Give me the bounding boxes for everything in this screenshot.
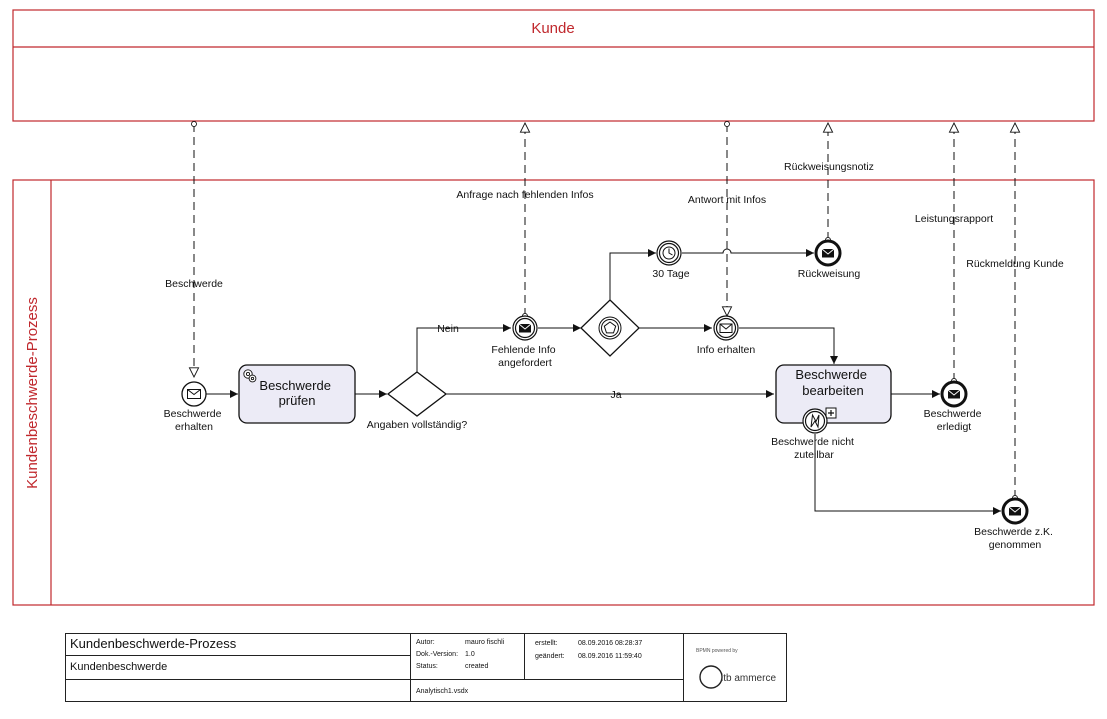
version-value: 1.0 bbox=[465, 651, 475, 658]
title-block-title-cell: Kundenbeschwerde-Prozess bbox=[66, 634, 411, 656]
pool-kunde-title: Kunde bbox=[531, 20, 574, 37]
powered-by-text: BPMN powered by bbox=[696, 648, 738, 654]
end-event-done-label: Beschwerde erledigt bbox=[924, 408, 985, 433]
status-value: created bbox=[465, 663, 489, 670]
status-label: Status: bbox=[416, 663, 438, 670]
envelope-filled-icon bbox=[947, 389, 961, 399]
file-name: Analytisch1.vsdx bbox=[416, 688, 469, 695]
task-check-complaint[interactable]: Beschwerde prüfen bbox=[238, 364, 356, 424]
title-block-logo-cell: BPMN powered by itb ammerce bbox=[684, 634, 786, 701]
flow-nein[interactable] bbox=[416, 324, 511, 372]
lightning-icon bbox=[810, 413, 820, 429]
title-block-meta-cell: Autor: mauro fischli Dok.-Version: 1.0 S… bbox=[411, 634, 525, 680]
created-value: 08.09.2016 08:28:37 bbox=[578, 640, 643, 647]
sequence-flows bbox=[206, 248, 1001, 515]
msg-label-missing-info: Anfrage nach fehlenden Infos bbox=[456, 189, 593, 201]
author-label: Autor: bbox=[416, 639, 435, 646]
company-logo-text: itb ammerce bbox=[721, 673, 776, 684]
event-missing-info-requested[interactable] bbox=[512, 315, 538, 341]
boundary-event-label: Beschwerde nicht zuteilbar bbox=[771, 436, 857, 461]
flow-label-nein: Nein bbox=[437, 323, 459, 335]
title-block-title: Kundenbeschwerde-Prozess bbox=[70, 636, 237, 651]
gateway-label: Angaben vollständig? bbox=[367, 419, 468, 431]
created-label: erstellt: bbox=[535, 640, 558, 647]
event-info-received-label: Info erhalten bbox=[697, 344, 756, 356]
bpmn-diagram: Kunde Kundenbeschwerde-Prozess Beschwerd… bbox=[12, 9, 1095, 606]
envelope-filled-icon bbox=[1008, 506, 1022, 516]
expand-marker-icon[interactable] bbox=[825, 407, 837, 419]
pool-kunde: Kunde bbox=[12, 9, 1095, 122]
pool-process-title: Kundenbeschwerde-Prozess bbox=[24, 297, 41, 489]
msg-label-service-report: Leistungsrapport bbox=[915, 213, 993, 225]
boundary-event-not-assignable[interactable] bbox=[802, 408, 828, 434]
msg-label-rejection-note: Rückweisungsnotiz bbox=[784, 161, 874, 173]
event-info-received[interactable] bbox=[713, 315, 739, 341]
title-block-file-cell: Analytisch1.vsdx bbox=[411, 680, 684, 702]
title-block-dates-cell: erstellt: 08.09.2016 08:28:37 geändert: … bbox=[525, 634, 684, 680]
title-block: Kundenbeschwerde-Prozess Kundenbeschwerd… bbox=[65, 633, 787, 702]
end-event-complaint-withdrawn[interactable] bbox=[1001, 497, 1029, 525]
start-event-label: Beschwerde erhalten bbox=[164, 408, 225, 433]
title-block-subtitle-cell: Kundenbeschwerde bbox=[66, 656, 411, 680]
event-missing-info-label: Fehlende Info angefordert bbox=[491, 344, 558, 369]
author-value: mauro fischli bbox=[465, 639, 505, 646]
event-based-gateway[interactable] bbox=[580, 299, 640, 357]
msg-label-customer-feedback: Rückmeldung Kunde bbox=[966, 258, 1064, 270]
pool-process: Kundenbeschwerde-Prozess bbox=[12, 179, 1095, 606]
end-event-rejection[interactable] bbox=[814, 239, 842, 267]
envelope-filled-icon bbox=[518, 323, 532, 333]
flow-timer-to-rejection[interactable] bbox=[682, 248, 814, 257]
end-event-withdrawn-label: Beschwerde z.K. genommen bbox=[974, 526, 1056, 551]
msg-label-answer-info: Antwort mit Infos bbox=[688, 194, 766, 206]
flow-notassign-to-withdrawn[interactable] bbox=[814, 434, 1001, 515]
task-process-label: Beschwerde bearbeiten bbox=[795, 367, 870, 398]
task-check-label: Beschwerde prüfen bbox=[259, 378, 334, 408]
flow-eventgw-to-timer[interactable] bbox=[609, 249, 656, 300]
flow-label-ja: Ja bbox=[610, 389, 621, 401]
envelope-icon bbox=[187, 389, 201, 399]
end-event-complaint-done[interactable] bbox=[940, 380, 968, 408]
start-event-complaint-received[interactable] bbox=[181, 381, 207, 407]
flow-info-to-process[interactable] bbox=[739, 327, 838, 364]
company-logo: itb ammerce bbox=[699, 665, 776, 689]
msg-label-complaint: Beschwerde bbox=[165, 278, 223, 290]
gateway-data-complete[interactable] bbox=[386, 371, 448, 417]
message-flows bbox=[194, 123, 1015, 498]
clock-icon bbox=[662, 246, 676, 260]
version-label: Dok.-Version: bbox=[416, 651, 459, 658]
title-block-subtitle: Kundenbeschwerde bbox=[70, 661, 168, 673]
timer-label: 30 Tage bbox=[652, 268, 689, 280]
gear-icon bbox=[243, 369, 257, 383]
end-event-rejection-label: Rückweisung bbox=[798, 268, 861, 280]
title-block-empty-cell bbox=[66, 680, 411, 702]
timer-event-30-days[interactable] bbox=[656, 240, 682, 266]
envelope-filled-icon bbox=[821, 248, 835, 258]
modified-label: geändert: bbox=[535, 653, 565, 660]
modified-value: 08.09.2016 11:59:40 bbox=[578, 653, 642, 660]
task-process-complaint[interactable]: Beschwerde bearbeiten bbox=[775, 364, 892, 424]
envelope-icon bbox=[719, 323, 733, 333]
pentagon-icon bbox=[603, 321, 617, 334]
